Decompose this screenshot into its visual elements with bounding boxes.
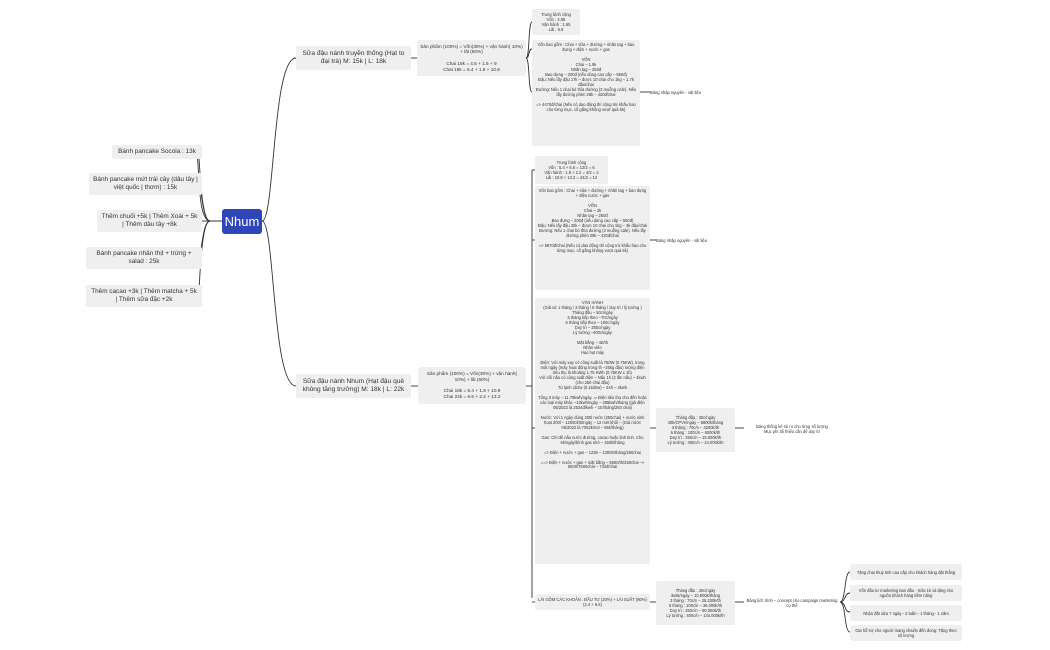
bottom-price-table-label: Bảng nhập nguyên - vật liệu: [656, 237, 707, 243]
bottom-average[interactable]: Trung bình cộng Vốn : 5.4 + 6.6 = 12/2 =…: [535, 156, 608, 184]
branch-traditional-soymilk[interactable]: Sữa đậu nành truyền thống (Hạt to đại tr…: [296, 46, 411, 70]
bottom-operation-months[interactable]: Tháng đầu : 30c/ngày 40k/CPVn/ngày – 580…: [656, 408, 735, 452]
bottom-formula[interactable]: Sản phẩm (100%) = Vốn(30%) + vận hành( 1…: [418, 367, 526, 404]
left-branch-fruit[interactable]: Bánh pancake mứt trái cây (dâu tây | việ…: [89, 173, 202, 195]
bottom-stats-table-label: Bảng thống kê rủi ro cho từng số lượng M…: [756, 424, 828, 434]
bottom-campaign-label: Bảng lịch trình – concept cho campaign m…: [746, 598, 838, 608]
left-branch-extras[interactable]: Thêm cacao +3k | Thêm matcha + 5k | Thêm…: [86, 285, 202, 307]
campaign-item[interactable]: Tặng chai thuỷ tinh cao cấp cho khách hà…: [850, 564, 962, 580]
campaign-item[interactable]: Nhận đặt sữa 7 ngày - 2 tuần - 1 tháng -…: [850, 605, 962, 621]
left-branch-meat[interactable]: Bánh pancake nhân thịt + trứng + salad :…: [86, 247, 202, 269]
top-average[interactable]: Trung bình cộng Vốn : 4.95 Vận hành : 1.…: [532, 9, 580, 35]
campaign-item[interactable]: Vốn đầu tư marketing ban đầu - Sữa 1k và…: [850, 585, 962, 601]
bottom-capital[interactable]: Vốn bao gồm : Chai + sữa + đường + nhãn …: [535, 186, 650, 290]
bottom-profit-months[interactable]: Tháng đầu : 30c/ngày 3x6k/ngày – 10.800k…: [656, 581, 735, 625]
top-capital[interactable]: Vốn bao gồm : Chai + sữa + đường + nhãn …: [532, 40, 640, 146]
campaign-item[interactable]: Gia hỗ trợ cho người mang chai/lọ đến đo…: [850, 625, 962, 641]
root-node[interactable]: Nhum: [222, 209, 262, 234]
bottom-operation[interactable]: VẬN HÀNH (Giá sử 1 tháng / 3 tháng / 6 t…: [535, 298, 650, 564]
branch-nhum-soymilk[interactable]: Sữa đậu nành Nhum (Hạt đậu quê không tăn…: [296, 374, 411, 398]
bottom-profit[interactable]: LÃI GỒM CÁC KHOẢN : ĐẦU TƯ (20%) + LÃI S…: [535, 594, 650, 610]
top-price-table-label: Bảng nhập nguyên - vật liệu: [650, 89, 701, 95]
left-branch-toppings[interactable]: Thêm chuối +5k | Thêm Xoài + 5k | Thêm d…: [97, 210, 202, 232]
top-formula[interactable]: Sản phẩm (100%) = Vốn(30%) + vận hành( 1…: [417, 40, 526, 76]
left-branch-socola[interactable]: Bánh pancake Socola : 13k: [112, 145, 202, 159]
